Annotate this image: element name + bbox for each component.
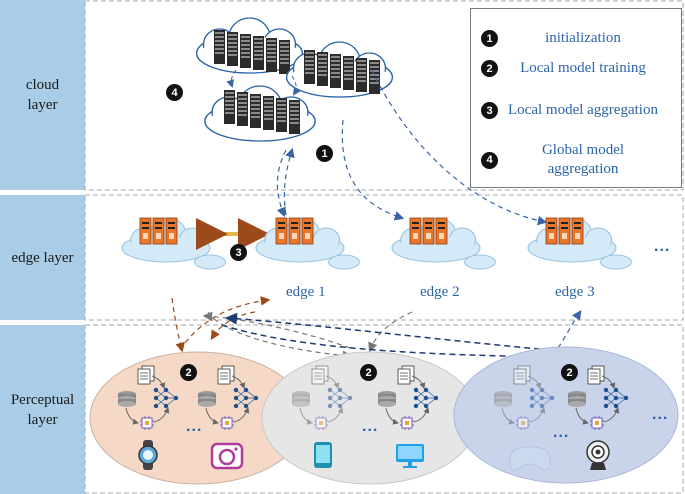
legend-badge: 2	[481, 60, 498, 77]
perceptual-layer-label: Perceptual layer	[0, 325, 85, 494]
cloud-layer-label: cloud layer	[0, 0, 85, 190]
gamepad-icon	[509, 446, 551, 471]
step-1-badge: 1	[316, 145, 333, 162]
edge-node-1	[255, 217, 360, 270]
smartwatch-icon	[138, 440, 158, 470]
edge-node-3	[527, 217, 632, 270]
step-2-badge-cluster-3: 2	[561, 364, 578, 381]
cluster-3-units	[494, 366, 628, 471]
legend-badge: 1	[481, 30, 498, 47]
legend-text: Global model aggregation	[541, 142, 625, 177]
cluster-2-ellipsis: ...	[362, 418, 379, 435]
legend-item-local-aggregation: 3 Local model aggregation	[481, 101, 658, 120]
edge-1-label: edge 1	[286, 284, 326, 300]
legend-badge: 4	[481, 151, 498, 169]
monitor-icon	[396, 444, 424, 468]
edge-node-2	[391, 217, 496, 270]
step-3-badge: 3	[230, 244, 247, 261]
cloud-layer-frame	[84, 0, 684, 191]
cluster-3-ellipsis: ...	[553, 424, 570, 441]
legend-text: initialization	[545, 30, 621, 46]
edge-layer-frame	[84, 194, 684, 321]
step-2-badge-cluster-2: 2	[360, 364, 377, 381]
legend-item-global-aggregation: 4 Global model aggregation	[481, 141, 658, 179]
legend-item-local-training: 2 Local model training	[481, 59, 658, 78]
cluster-1-units	[118, 366, 258, 470]
edge-local-node	[121, 217, 226, 270]
device-cluster-3	[453, 346, 679, 484]
legend-text: Local model aggregation	[508, 102, 658, 118]
step-2-badge-cluster-1: 2	[180, 364, 197, 381]
uplink-arrows	[171, 296, 582, 363]
edge-2-label: edge 2	[420, 284, 460, 300]
perceptual-layer-frame	[84, 324, 684, 494]
legend-item-initialization: 1 initialization	[481, 29, 658, 48]
legend-box: 1 initialization 2 Local model training …	[470, 8, 682, 188]
legend-badge: 3	[481, 102, 498, 119]
cluster-1-ellipsis: ...	[186, 418, 203, 435]
tablet-icon	[314, 442, 332, 468]
initialization-arrows	[276, 69, 548, 226]
legend-text: Local model training	[520, 60, 646, 76]
camera-icon	[210, 442, 244, 470]
cloud-servers	[195, 17, 394, 142]
cluster-2-units	[292, 366, 438, 468]
perceptual-more-ellipsis: ...	[652, 406, 669, 423]
edge-layer-label: edge layer	[0, 195, 85, 320]
edge-3-label: edge 3	[555, 284, 595, 300]
step-4-badge: 4	[166, 84, 183, 101]
webcam-icon	[586, 440, 610, 470]
edge-more-ellipsis: ...	[654, 238, 671, 255]
